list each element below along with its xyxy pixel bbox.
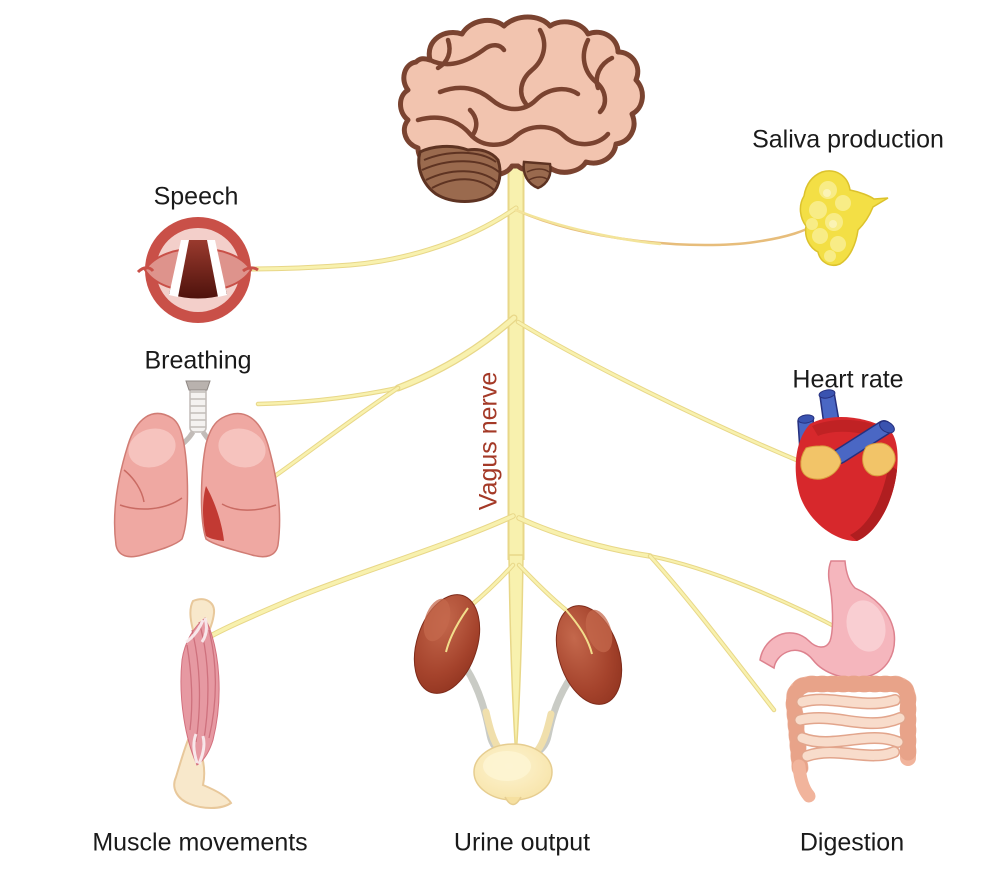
digestion-label: Digestion <box>799 828 905 857</box>
vagus-nerve-trunk <box>507 160 525 751</box>
nerve-branches <box>201 205 847 713</box>
heart-icon <box>795 389 898 542</box>
breathing-label: Breathing <box>144 346 252 375</box>
vagus-nerve-label: Vagus nerve <box>474 371 503 511</box>
muscle-icon <box>173 598 233 809</box>
urine-output-label: Urine output <box>453 828 591 857</box>
speech-label: Speech <box>153 182 239 211</box>
kidneys-bladder-icon <box>413 594 623 806</box>
larynx-icon <box>136 217 259 323</box>
saliva-production-label: Saliva production <box>752 125 944 154</box>
salivary-gland-icon <box>799 170 889 266</box>
lungs-icon <box>113 380 281 558</box>
stomach-intestines-icon <box>759 560 917 803</box>
brain-icon <box>398 14 645 203</box>
muscle-movements-label: Muscle movements <box>92 828 308 857</box>
heart-rate-label: Heart rate <box>792 365 904 394</box>
